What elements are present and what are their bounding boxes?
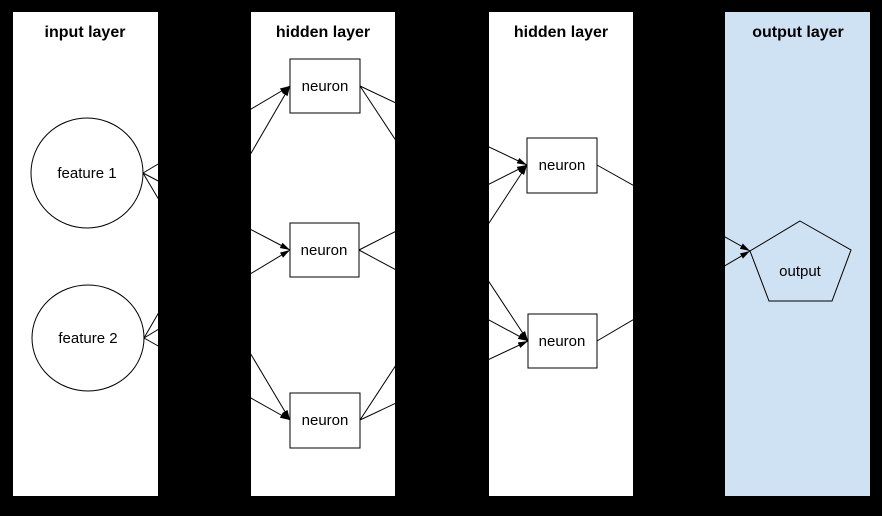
node-hidden1-neuron-3 xyxy=(289,392,361,449)
title-hidden-layer-1: hidden layer xyxy=(276,24,370,41)
node-hidden1-neuron-2 xyxy=(289,222,360,278)
node-output-label: output xyxy=(779,263,822,280)
node-output-pentagon xyxy=(749,220,852,302)
node-hidden2-neuron-1-label: neuron xyxy=(539,157,586,174)
node-hidden1-neuron-3-label: neuron xyxy=(302,412,349,429)
node-feature-1-label: feature 1 xyxy=(57,165,116,182)
node-feature-2-label: feature 2 xyxy=(58,330,117,347)
title-hidden-layer-2: hidden layer xyxy=(514,24,608,41)
panel-hidden-layer-2 xyxy=(489,12,633,496)
title-output-layer: output layer xyxy=(752,24,844,41)
panel-input-layer xyxy=(13,12,158,496)
node-hidden2-neuron-2 xyxy=(527,313,598,369)
node-hidden1-neuron-1 xyxy=(289,58,361,114)
node-hidden2-neuron-2-label: neuron xyxy=(539,333,586,350)
title-input-layer: input layer xyxy=(45,24,126,41)
node-feature-1 xyxy=(30,117,144,229)
node-hidden1-neuron-2-label: neuron xyxy=(301,242,348,259)
node-hidden2-neuron-1 xyxy=(526,137,598,194)
node-feature-2 xyxy=(31,284,145,392)
node-hidden1-neuron-1-label: neuron xyxy=(302,78,349,95)
